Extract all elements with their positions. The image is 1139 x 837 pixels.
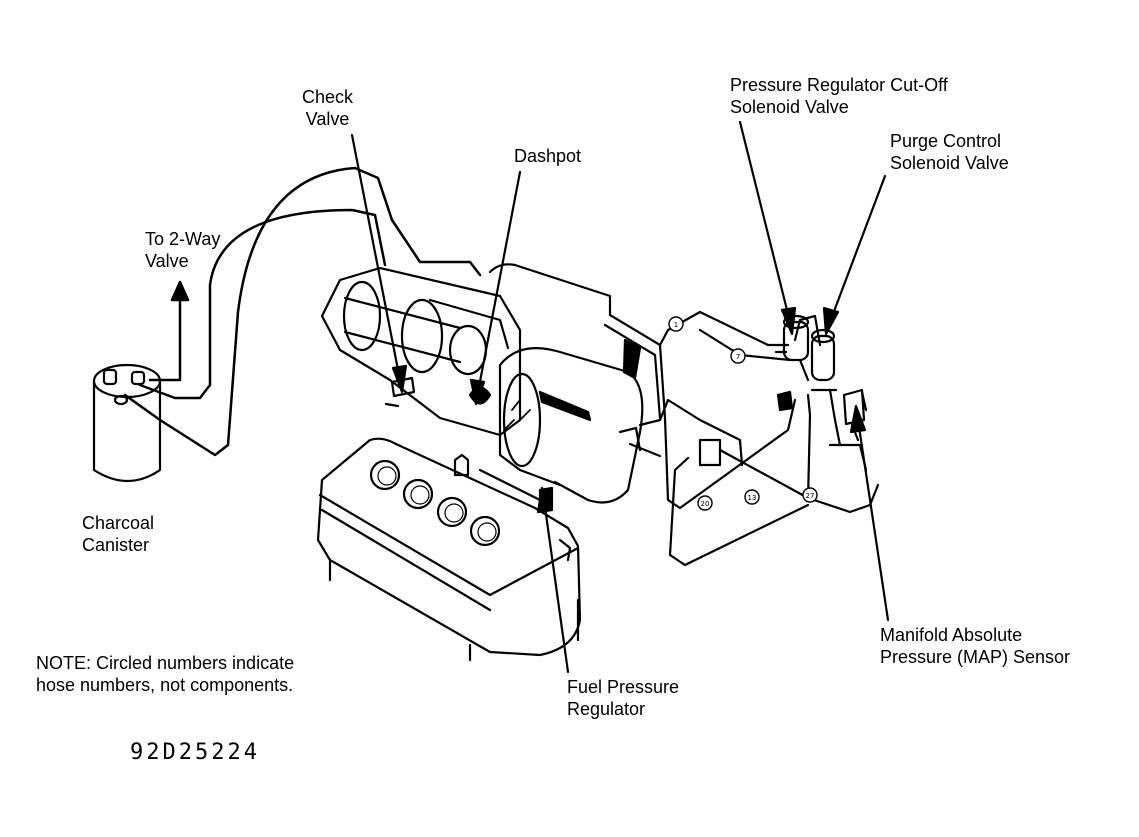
intake-assembly xyxy=(320,266,522,437)
hose-number-1: 1 xyxy=(674,321,678,329)
pressure-regulator-cutoff-line2: Solenoid Valve xyxy=(730,97,849,117)
fuel-pressure-regulator-line1: Fuel Pressure xyxy=(567,677,680,697)
dashpot-label-text: Dashpot xyxy=(514,146,582,166)
map-sensor-label: Manifold Absolute Pressure (MAP) Sensor xyxy=(880,624,1070,668)
fuel-pressure-regulator-label: Fuel Pressure Regulator xyxy=(567,676,679,720)
charcoal-canister-line1: Charcoal xyxy=(82,513,155,533)
purge-control-line2: Solenoid Valve xyxy=(890,153,1009,173)
charcoal-canister-line2: Canister xyxy=(82,535,150,555)
solenoid-valves xyxy=(774,314,838,412)
fuel-pressure-regulator-line2: Regulator xyxy=(567,699,646,719)
pressure-regulator-cutoff-label: Pressure Regulator Cut-Off Solenoid Valv… xyxy=(730,74,948,118)
to-two-way-valve-line1: To 2-Way xyxy=(145,229,221,249)
map-sensor-line1: Manifold Absolute xyxy=(880,625,1023,645)
leader-lines xyxy=(350,120,890,674)
valve-cover xyxy=(316,437,582,662)
figure-code: 92D25224 xyxy=(130,740,260,765)
hose-number-13: 13 xyxy=(748,494,757,502)
to-two-way-valve-label: To 2-Way Valve xyxy=(145,228,220,272)
check-valve-label-line1: Check xyxy=(302,87,354,107)
map-sensor-drawing xyxy=(842,388,868,426)
map-sensor-line2: Pressure (MAP) Sensor xyxy=(880,647,1071,667)
check-valve-label: Check Valve xyxy=(302,86,353,130)
pressure-regulator-cutoff-line1: Pressure Regulator Cut-Off xyxy=(730,75,948,95)
purge-control-label: Purge Control Solenoid Valve xyxy=(890,130,1009,174)
intake-plenum xyxy=(488,263,662,504)
hose-number-27: 27 xyxy=(806,492,815,500)
check-valve-label-line2: Valve xyxy=(305,109,350,129)
hose-note: NOTE: Circled numbers indicate hose numb… xyxy=(36,652,294,696)
to-two-way-valve-line2: Valve xyxy=(145,251,189,271)
hose-number-20: 20 xyxy=(701,500,710,508)
purge-control-line1: Purge Control xyxy=(890,131,1002,151)
hose-note-line2: hose numbers, not components. xyxy=(36,675,294,695)
hose-note-line1: NOTE: Circled numbers indicate xyxy=(36,653,295,673)
dashpot-label: Dashpot xyxy=(514,145,581,167)
canister-hoses xyxy=(123,166,482,457)
charcoal-canister-drawing xyxy=(92,363,162,482)
charcoal-canister-label: Charcoal Canister xyxy=(82,512,154,556)
hose-number-7: 7 xyxy=(736,353,740,361)
hose-number-markers xyxy=(668,316,818,511)
